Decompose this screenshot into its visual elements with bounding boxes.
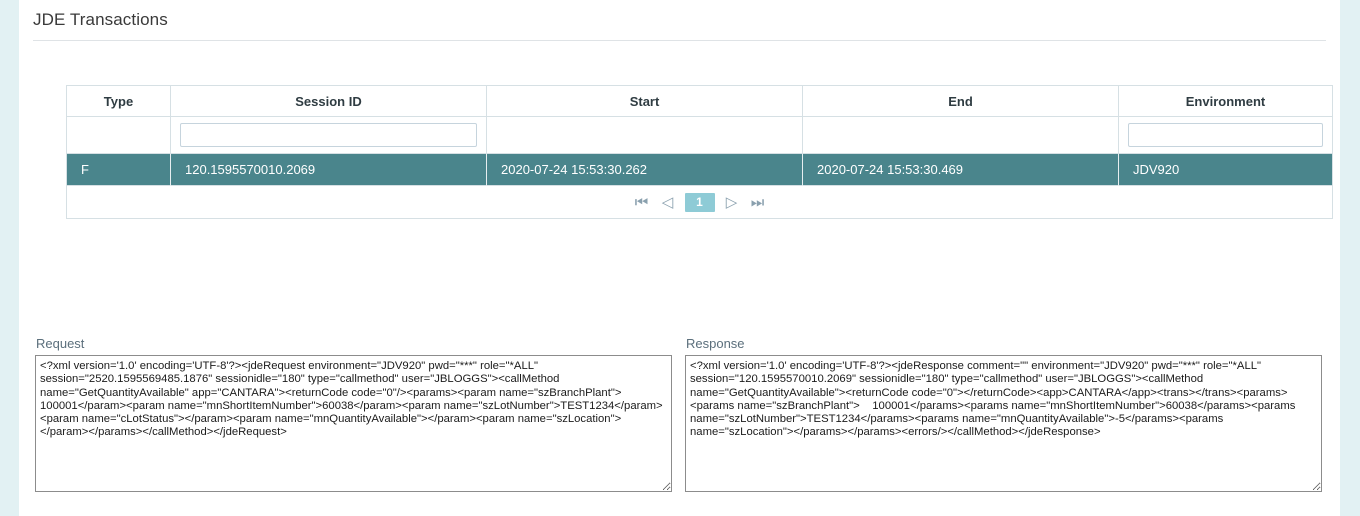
pagination: ⏮ ◁ 1 ▷ ⏭ xyxy=(633,192,767,212)
response-panel: Response <?xml version='1.0' encoding='U… xyxy=(685,336,1322,497)
right-rail xyxy=(1340,0,1360,516)
first-page-icon[interactable]: ⏮ xyxy=(634,193,649,211)
filter-input-environment[interactable] xyxy=(1128,123,1323,147)
cell-end[interactable]: 2020-07-24 15:53:30.469 xyxy=(802,153,1119,186)
next-page-icon[interactable]: ▷ xyxy=(725,193,738,211)
column-header-environment[interactable]: Environment xyxy=(1118,85,1333,117)
filter-cell-type xyxy=(66,116,171,154)
last-page-icon[interactable]: ⏭ xyxy=(750,193,765,211)
request-label: Request xyxy=(36,336,85,351)
filter-input-session-id[interactable] xyxy=(180,123,477,147)
filter-cell-session-id xyxy=(170,116,487,154)
request-panel: Request <?xml version='1.0' encoding='UT… xyxy=(35,336,672,497)
page-number-1[interactable]: 1 xyxy=(684,192,715,212)
detail-panels: Request <?xml version='1.0' encoding='UT… xyxy=(35,336,1325,497)
cell-session-id[interactable]: 120.1595570010.2069 xyxy=(170,153,487,186)
left-rail xyxy=(0,0,19,516)
page-content: JDE Transactions Type Session ID Start E… xyxy=(19,0,1340,516)
transactions-table: Type Session ID Start End Environment xyxy=(66,85,1333,219)
jde-transactions-grid: Type Session ID Start End Environment xyxy=(66,85,1333,219)
table-filter-row xyxy=(66,116,1333,154)
table-pager-row: ⏮ ◁ 1 ▷ ⏭ xyxy=(66,185,1333,219)
column-header-start[interactable]: Start xyxy=(486,85,803,117)
table-header-row: Type Session ID Start End Environment xyxy=(66,85,1333,117)
response-label: Response xyxy=(686,336,745,351)
page-title: JDE Transactions xyxy=(33,10,168,29)
cell-type[interactable]: F xyxy=(66,153,171,186)
page-header: JDE Transactions xyxy=(33,0,1326,41)
column-header-session-id[interactable]: Session ID xyxy=(170,85,487,117)
cell-environment[interactable]: JDV920 xyxy=(1118,153,1333,186)
cell-start[interactable]: 2020-07-24 15:53:30.262 xyxy=(486,153,803,186)
column-header-end[interactable]: End xyxy=(802,85,1119,117)
filter-cell-end xyxy=(802,116,1119,154)
previous-page-icon[interactable]: ◁ xyxy=(661,193,674,211)
filter-cell-environment xyxy=(1118,116,1333,154)
response-xml-textarea[interactable]: <?xml version='1.0' encoding='UTF-8'?><j… xyxy=(685,355,1322,492)
filter-cell-start xyxy=(486,116,803,154)
request-xml-textarea[interactable]: <?xml version='1.0' encoding='UTF-8'?><j… xyxy=(35,355,672,492)
table-row[interactable]: F 120.1595570010.2069 2020-07-24 15:53:3… xyxy=(66,153,1333,186)
column-header-type[interactable]: Type xyxy=(66,85,171,117)
pager-cell: ⏮ ◁ 1 ▷ ⏭ xyxy=(66,185,1333,219)
